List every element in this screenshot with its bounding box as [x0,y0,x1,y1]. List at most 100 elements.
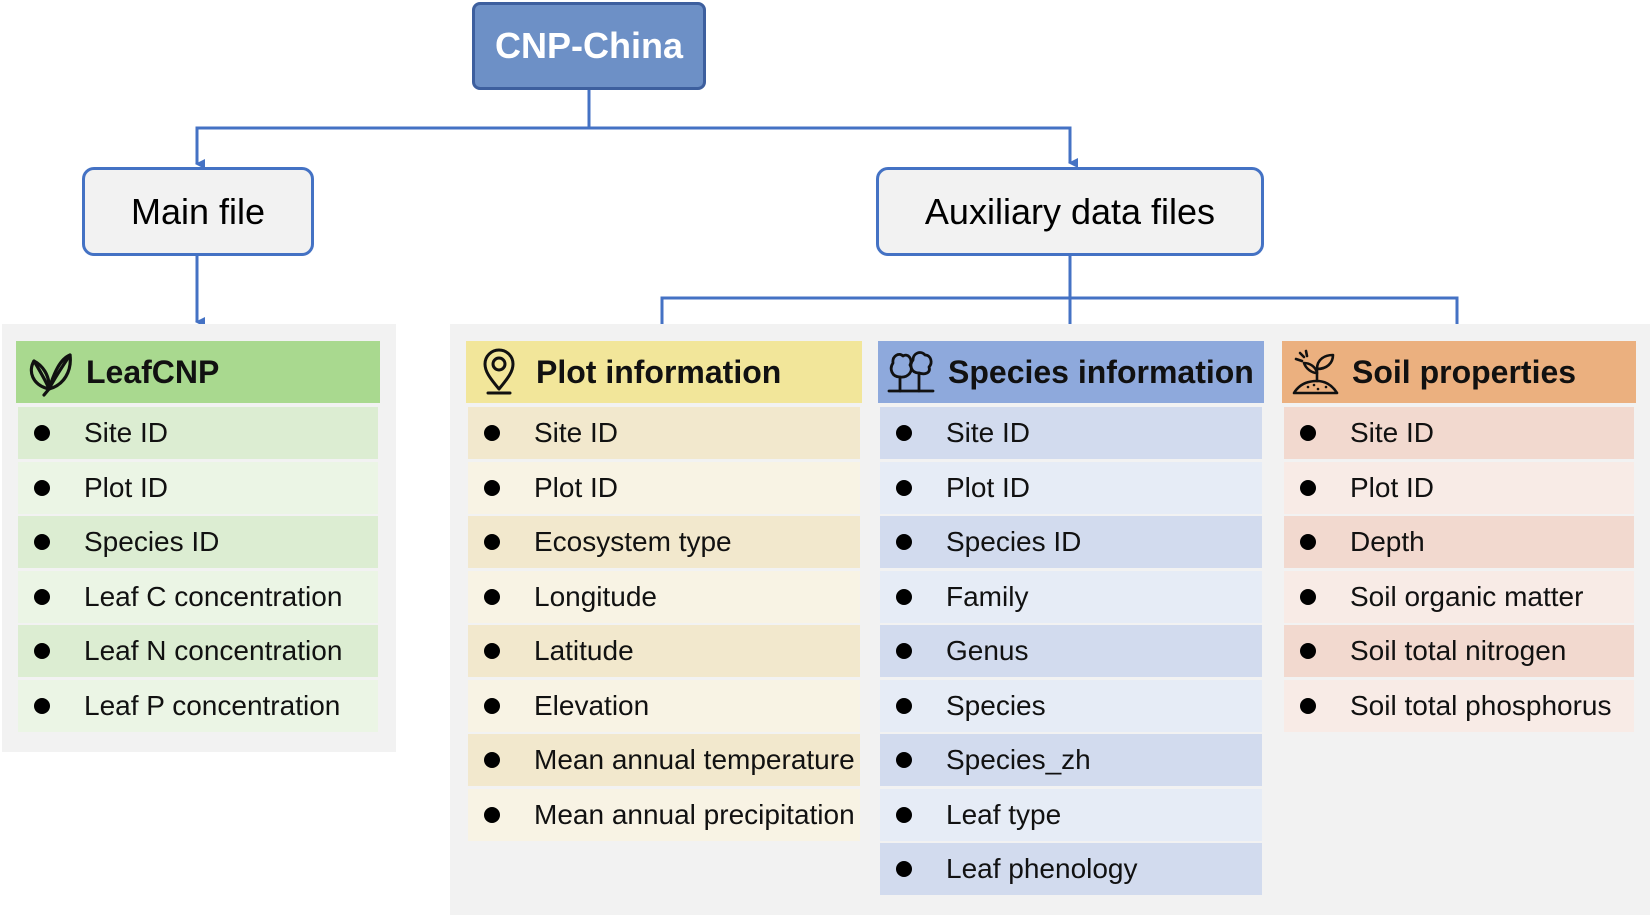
list-item: Soil total phosphorus [1284,679,1634,732]
leafcnp-table: LeafCNP Site ID Plot ID Species ID Leaf C c… [16,341,380,734]
bullet-icon [896,752,912,768]
list-item-label: Site ID [534,417,619,448]
list-item: Leaf C concentration [18,570,378,623]
bullet-icon [896,643,912,659]
bullet-icon [896,806,912,823]
list-item: Site ID [468,407,860,459]
list-item-label: Plot ID [946,471,1031,503]
list-item-label: Ecosystem type [534,526,732,557]
main-file-node: Main file [82,167,314,256]
list-item: Mean annual precipitation [468,788,860,841]
bullet-icon [1300,479,1316,496]
list-item: Plot ID [1284,461,1634,514]
bullet-icon [484,534,500,550]
list-item-label: Site ID [1350,417,1435,448]
soil-properties-title: Soil properties [1352,353,1577,390]
list-item: Latitude [468,625,860,677]
list-item: Plot ID [468,461,860,514]
bullet-icon [484,643,500,659]
list-item-label: Leaf C concentration [84,580,343,612]
bullet-icon [484,425,500,441]
list-item-label: Soil total phosphorus [1350,689,1612,721]
list-item: Depth [1284,516,1634,568]
list-item: Elevation [468,679,860,732]
list-item: Site ID [880,407,1262,459]
list-item: Species ID [880,516,1262,568]
location-pin-icon [483,348,515,395]
list-item: Plot ID [18,461,378,514]
list-item: Leaf N concentration [18,625,378,677]
species-information-title: Species information [948,353,1254,390]
list-item-label: Soil organic matter [1350,580,1584,612]
list-item-label: Species ID [84,526,220,557]
list-item: Species ID [18,516,378,568]
list-item-label: Leaf phenology [946,853,1138,884]
list-item-label: Species ID [946,526,1082,557]
bullet-icon [34,643,50,659]
auxiliary-files-label: Auxiliary data files [924,190,1216,232]
bullet-icon [896,534,912,550]
list-item-label: Mean annual precipitation [534,798,855,830]
bullet-icon [1300,534,1316,550]
list-item-label: Leaf N concentration [84,635,343,666]
bullet-icon [896,861,912,877]
bullet-icon [484,752,500,768]
list-item-label: Leaf P concentration [84,689,341,721]
list-item: Genus [880,625,1262,677]
list-item-label: Leaf type [946,798,1062,830]
list-item: Leaf P concentration [18,679,378,732]
list-item: Site ID [1284,407,1634,459]
list-item-label: Mean annual temperature [534,744,855,775]
list-item: Leaf phenology [880,843,1262,895]
list-item-label: Soil total nitrogen [1350,635,1567,666]
list-item-label: Species_zh [946,744,1091,775]
list-item-label: Latitude [534,635,634,666]
leaf-icon [29,353,72,397]
bullet-icon [484,479,500,496]
list-item: Soil organic matter [1284,570,1634,623]
bullet-icon [896,697,912,714]
list-item-label: Depth [1350,526,1425,557]
list-item-label: Longitude [534,580,658,612]
list-item-label: Plot ID [84,471,169,503]
bullet-icon [896,588,912,605]
root-label: CNP-China [495,25,683,66]
soil-properties-header: Soil properties [1282,341,1636,403]
bullet-icon [34,588,50,605]
bullet-icon [34,479,50,496]
list-item-label: Genus [946,635,1029,666]
list-item-label: Elevation [534,689,650,721]
bullet-icon [1300,697,1316,714]
list-item: Ecosystem type [468,516,860,568]
leafcnp-header: LeafCNP [16,341,380,403]
list-item-label: Site ID [84,417,169,448]
root-node: CNP-China [472,2,706,90]
list-item-label: Species [946,689,1046,721]
list-item-label: Plot ID [1350,471,1435,503]
trees-icon [887,351,935,393]
species-information-table: Species information Site ID Plot ID Specie… [878,341,1264,898]
species-information-header: Species information [878,341,1264,403]
list-item: Site ID [18,407,378,459]
main-file-label: Main file [130,190,266,232]
auxiliary-files-node: Auxiliary data files [876,167,1264,256]
list-item: Leaf type [880,788,1262,841]
list-item-label: Family [946,580,1029,612]
seedling-icon [1292,349,1339,395]
list-item: Longitude [468,570,860,623]
bullet-icon [484,697,500,714]
list-item-label: Plot ID [534,471,619,503]
bullet-icon [34,534,50,550]
bullet-icon [484,588,500,605]
list-item: Plot ID [880,461,1262,514]
bullet-icon [484,806,500,823]
leafcnp-title: LeafCNP [86,353,220,390]
bullet-icon [1300,643,1316,659]
list-item-label: Site ID [946,417,1031,448]
